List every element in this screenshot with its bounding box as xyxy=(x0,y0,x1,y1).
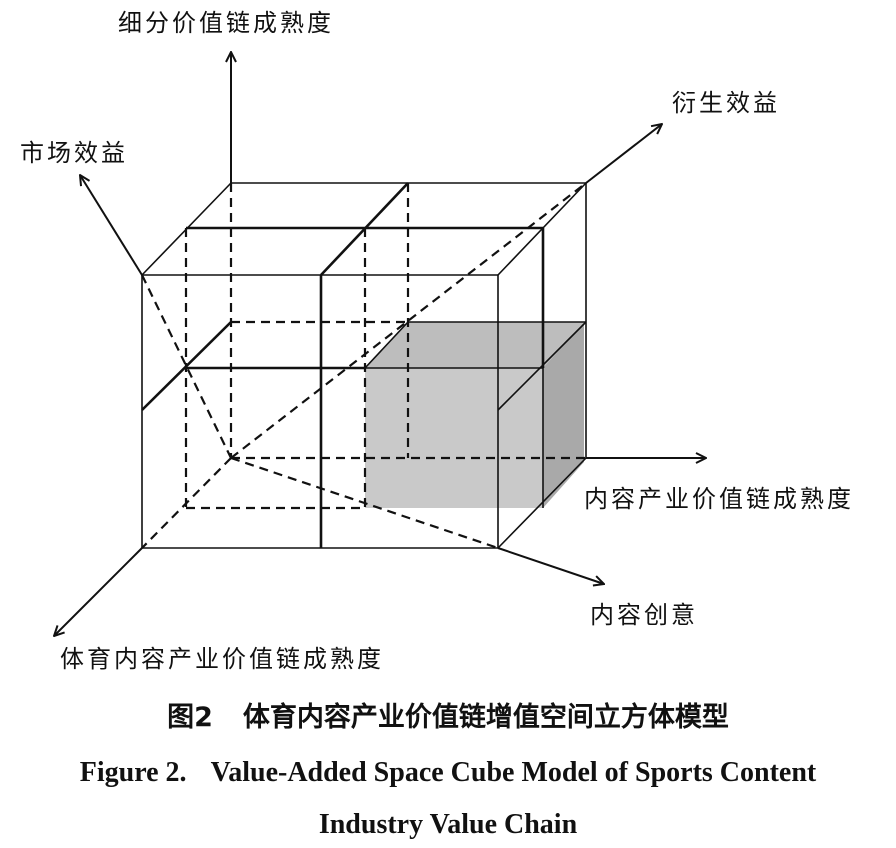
label-right: 内容产业价值链成熟度 xyxy=(584,485,854,513)
axis-lower-left xyxy=(54,547,143,636)
shaded-subcube xyxy=(365,322,584,508)
caption-cn-number: 图2 xyxy=(167,702,213,733)
label-upper-left: 市场效益 xyxy=(20,139,128,167)
label-up: 细分价值链成熟度 xyxy=(118,9,334,37)
caption-en-title-1: Value-Added Space Cube Model of Sports C… xyxy=(210,757,817,788)
caption-en-line2: Industry Value Chain xyxy=(318,809,578,840)
axes xyxy=(54,52,706,636)
axis-upper-left xyxy=(80,175,143,276)
cube-diagram xyxy=(0,0,896,690)
shaded-side-face xyxy=(543,322,584,508)
shade-left-top-edge xyxy=(364,321,409,369)
label-lower-left: 体育内容产业价值链成熟度 xyxy=(60,645,384,673)
label-upper-right: 衍生效益 xyxy=(672,89,780,117)
hidden-bottom-diagonal xyxy=(230,456,499,550)
cube-hidden-lines xyxy=(141,182,587,550)
caption-cn-title: 体育内容产业价值链增值空间立方体模型 xyxy=(242,702,729,733)
label-lower-right: 内容创意 xyxy=(590,601,698,629)
caption-cn: 图2 体育内容产业价值链增值空间立方体模型 xyxy=(0,700,896,736)
hidden-left-diagonal xyxy=(141,274,232,459)
caption-en-line1: Figure 2. Value-Added Space Cube Model of… xyxy=(0,756,896,790)
bottom-right-edge xyxy=(497,457,587,549)
shaded-front-face xyxy=(365,368,543,508)
axis-upper-right xyxy=(585,124,662,184)
caption-en-label: Figure 2. xyxy=(79,757,187,788)
shaded-top-face xyxy=(365,322,584,368)
axis-lower-right xyxy=(497,547,604,584)
